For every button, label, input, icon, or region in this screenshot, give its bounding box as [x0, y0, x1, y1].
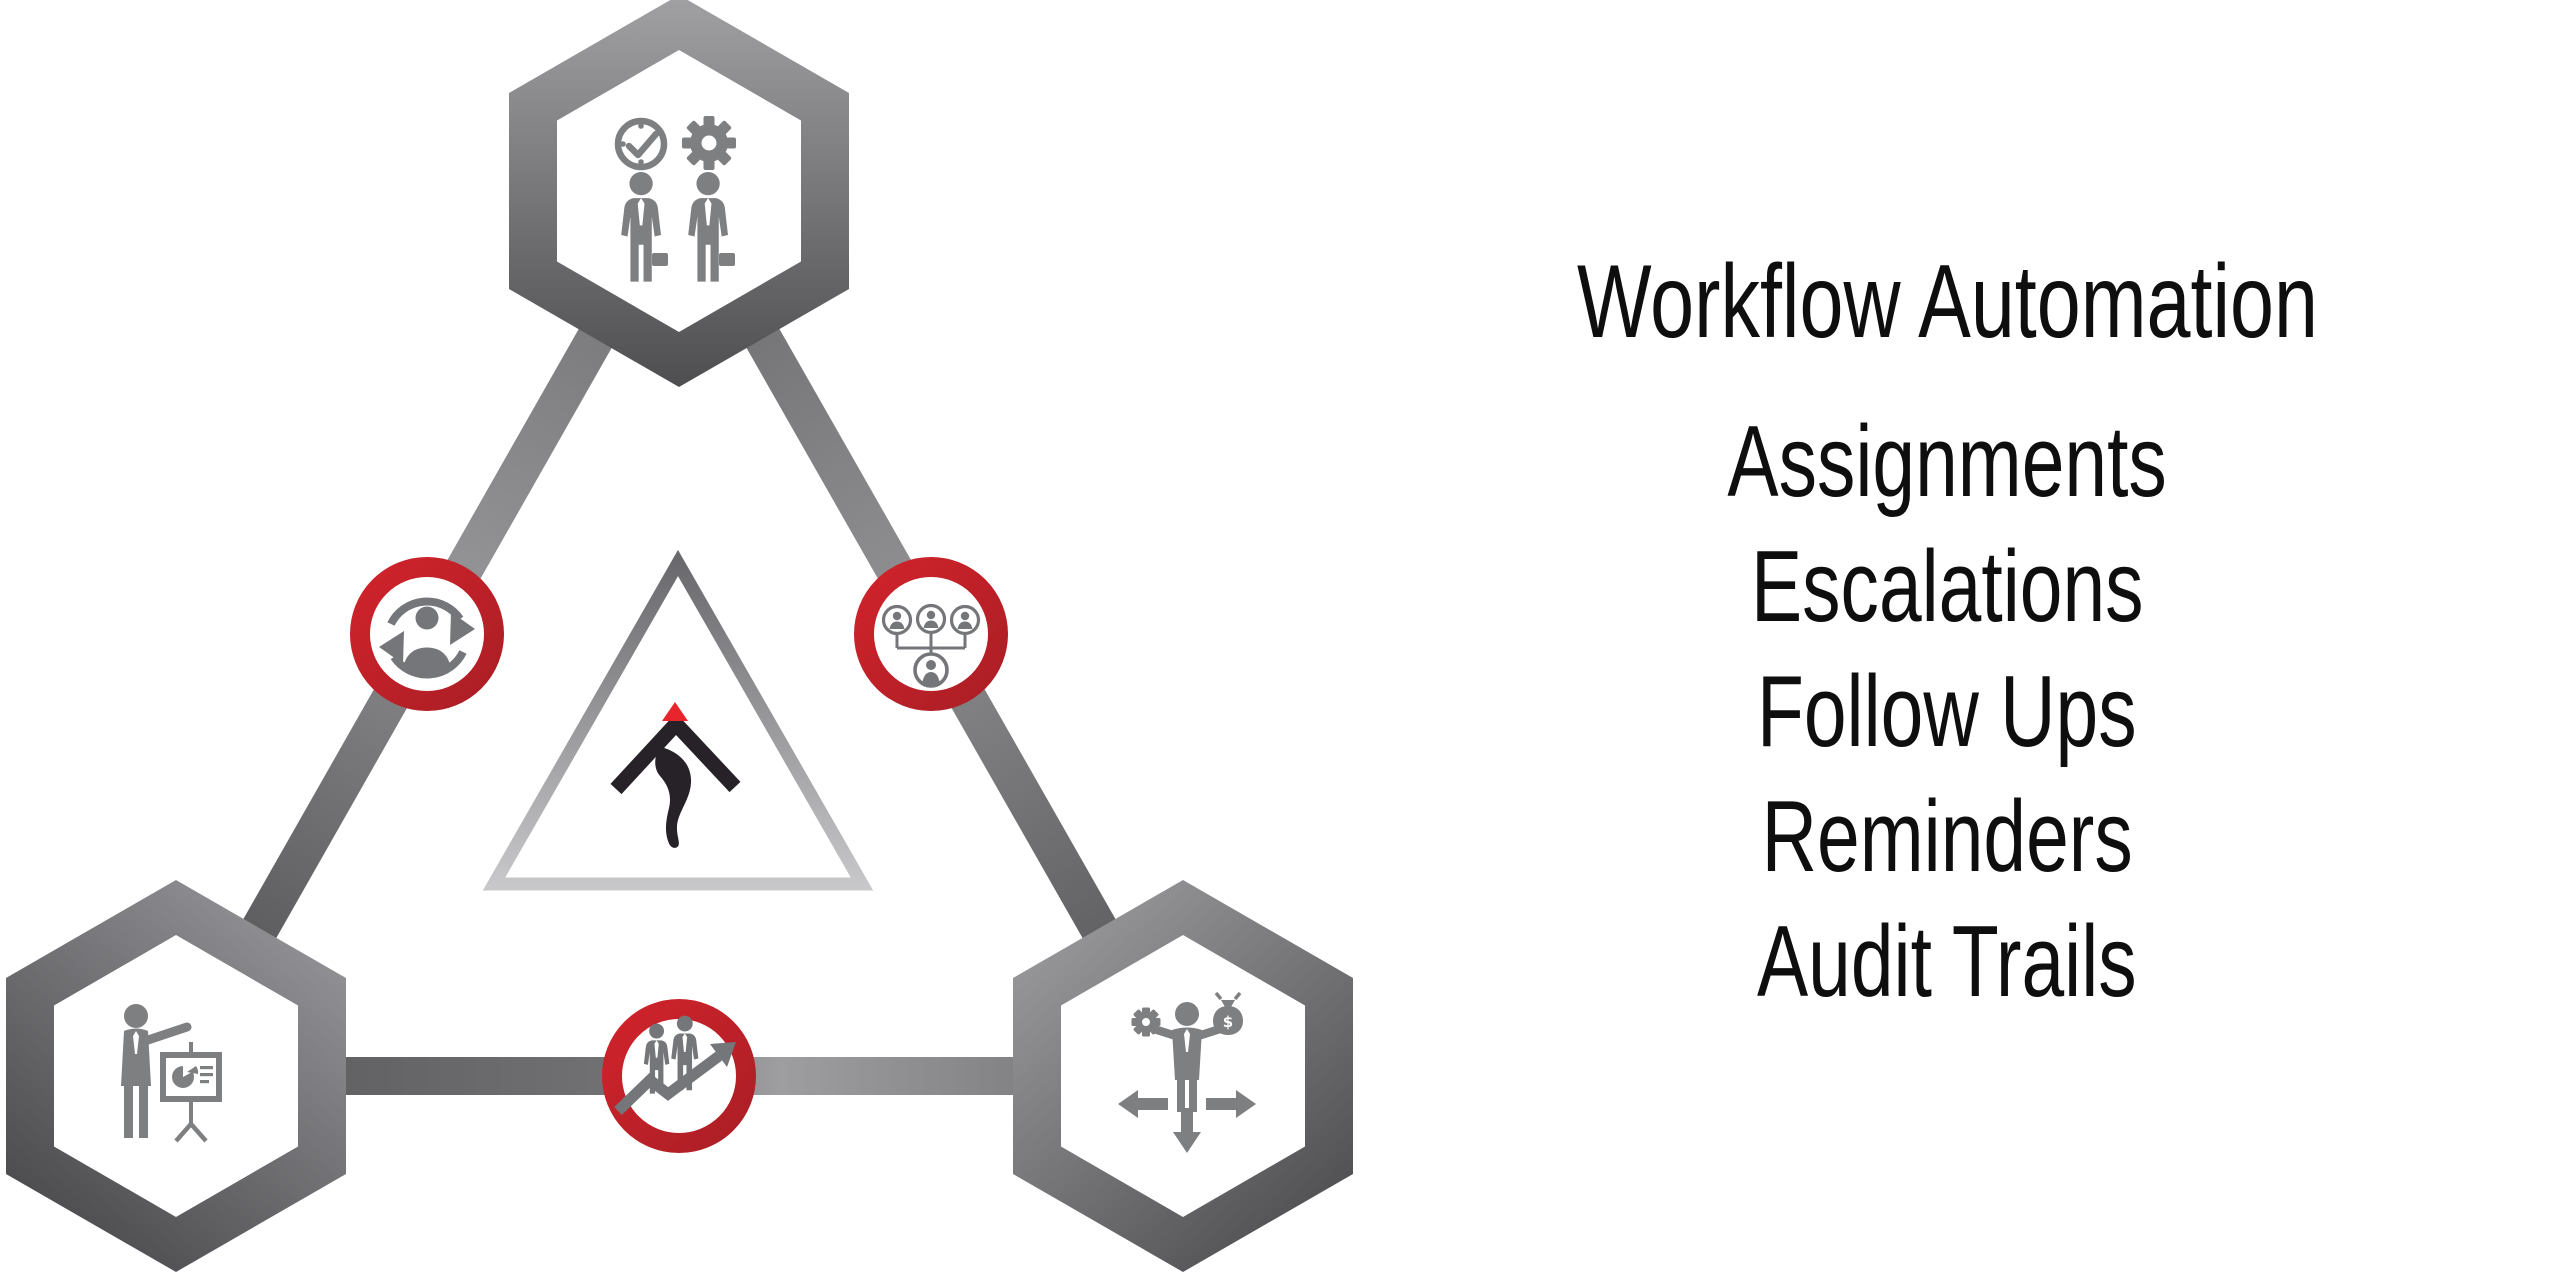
dollar-glyph: $: [1223, 1013, 1233, 1031]
page-title: Workflow Automation: [1576, 244, 2318, 360]
badge-ring-left: [350, 557, 504, 711]
feature-panel: Workflow Automation Assignments Escalati…: [1430, 0, 2464, 1280]
mountain-arrow-logo: [610, 702, 741, 848]
money-bag-icon: $: [1213, 991, 1243, 1035]
hexagon-node-top: [509, 0, 849, 387]
person-sync-icon: [379, 597, 475, 679]
feature-item: Reminders: [1761, 781, 2133, 893]
feature-item: Escalations: [1750, 531, 2144, 643]
team-schedule-gear-icon: [614, 116, 736, 282]
team-growth-icon: [614, 1015, 736, 1115]
org-chart-icon: [881, 603, 981, 688]
feature-list: Assignments Escalations Follow Ups Remin…: [1430, 400, 2464, 1025]
workflow-diagram: $: [6, 0, 1353, 1272]
feature-item: Audit Trails: [1757, 906, 2137, 1018]
presentation-chart-icon: [121, 1004, 222, 1143]
resource-decision-icon: $: [1118, 991, 1256, 1153]
feature-item: Assignments: [1727, 406, 2167, 518]
feature-item: Follow Ups: [1757, 656, 2137, 768]
logo-red-peak: [662, 702, 688, 721]
center-triangle: [482, 549, 874, 891]
